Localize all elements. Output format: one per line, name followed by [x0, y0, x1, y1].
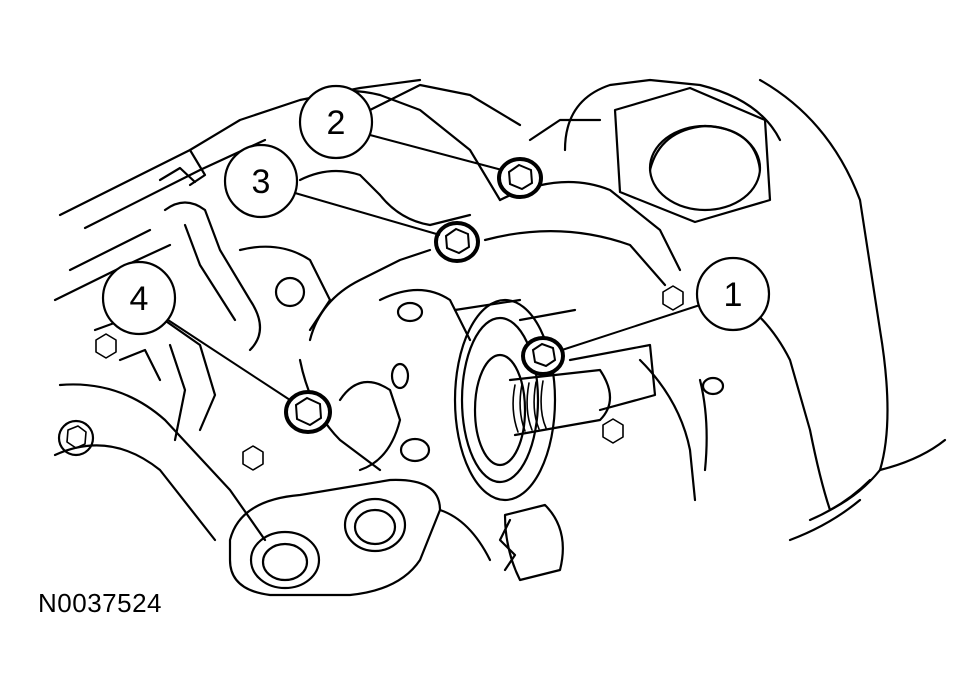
bolt-1 — [521, 336, 565, 376]
leader-lines — [167, 134, 701, 401]
bottom-flange — [228, 478, 492, 597]
callout-1: 1 — [695, 256, 771, 332]
engine-block-outline — [53, 78, 947, 597]
small-bolt-lower-left — [242, 445, 264, 471]
bolt-2 — [497, 157, 543, 199]
callout-2-label: 2 — [327, 104, 346, 142]
callout-2: 2 — [298, 84, 374, 160]
small-bolt-right — [602, 285, 725, 444]
callout-3: 3 — [223, 143, 299, 219]
callout-4: 4 — [101, 260, 177, 336]
small-bolt-left — [57, 419, 95, 457]
figure-id-label: N0037524 — [38, 588, 162, 618]
pump-shaft — [508, 368, 612, 437]
callout-3-label: 3 — [252, 163, 271, 201]
small-bolt-upper-left — [95, 333, 117, 359]
coolant-hose-right — [698, 78, 947, 542]
bolt-3 — [434, 221, 480, 263]
hex-plug-top-right — [563, 78, 782, 224]
bottom-plug — [498, 503, 564, 582]
bolt-4 — [284, 390, 332, 434]
callout-1-label: 1 — [724, 276, 743, 314]
callout-4-label: 4 — [130, 280, 149, 318]
